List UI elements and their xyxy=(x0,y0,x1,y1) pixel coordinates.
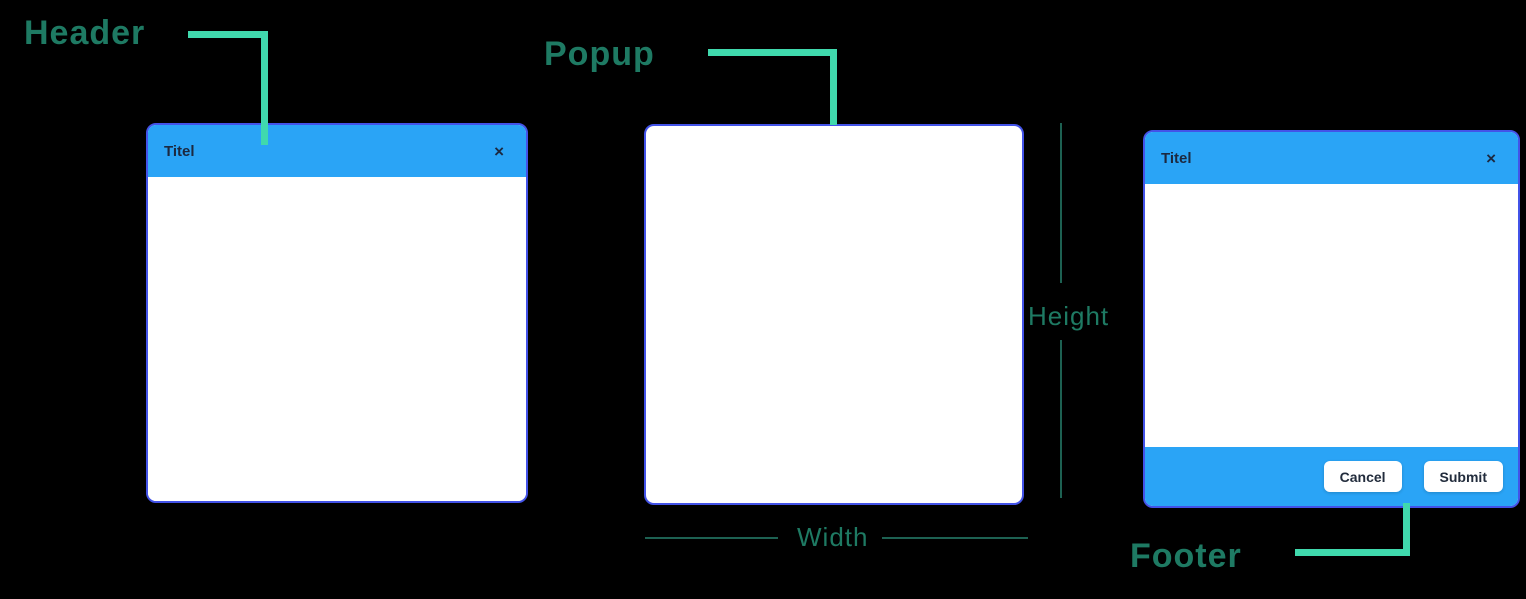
popup-connector-vertical xyxy=(830,49,837,125)
submit-button[interactable]: Submit xyxy=(1423,461,1503,492)
popup-title: Titel xyxy=(164,142,195,160)
footer-annotation-label: Footer xyxy=(1130,537,1242,575)
height-dimension-line-bottom xyxy=(1060,340,1062,498)
popup-body xyxy=(1145,184,1518,447)
width-dimension-line-right xyxy=(882,537,1028,539)
footer-connector-vertical xyxy=(1403,503,1410,556)
popup-body xyxy=(148,177,526,501)
popup-title: Titel xyxy=(1161,149,1192,167)
footer-connector-horizontal xyxy=(1295,549,1410,556)
popup-window-plain-example xyxy=(644,124,1024,505)
height-annotation-label: Height xyxy=(1028,301,1110,331)
popup-footerbar: Cancel Submit xyxy=(1145,447,1518,506)
width-annotation-label: Width xyxy=(797,522,869,552)
close-icon[interactable]: × xyxy=(494,141,504,161)
cancel-button[interactable]: Cancel xyxy=(1323,461,1402,492)
popup-titlebar: Titel × xyxy=(1145,132,1518,184)
width-dimension-line-left xyxy=(645,537,778,539)
popup-window-footer-example: Titel × Cancel Submit xyxy=(1143,130,1520,508)
popup-titlebar: Titel × xyxy=(148,125,526,177)
popup-annotation-label: Popup xyxy=(544,35,655,73)
header-connector-vertical xyxy=(261,31,268,145)
popup-connector-horizontal xyxy=(708,49,837,56)
popup-window-header-example: Titel × xyxy=(146,123,528,503)
close-icon[interactable]: × xyxy=(1486,148,1496,168)
height-dimension-line-top xyxy=(1060,123,1062,283)
header-connector-horizontal xyxy=(188,31,268,38)
header-annotation-label: Header xyxy=(24,14,146,52)
